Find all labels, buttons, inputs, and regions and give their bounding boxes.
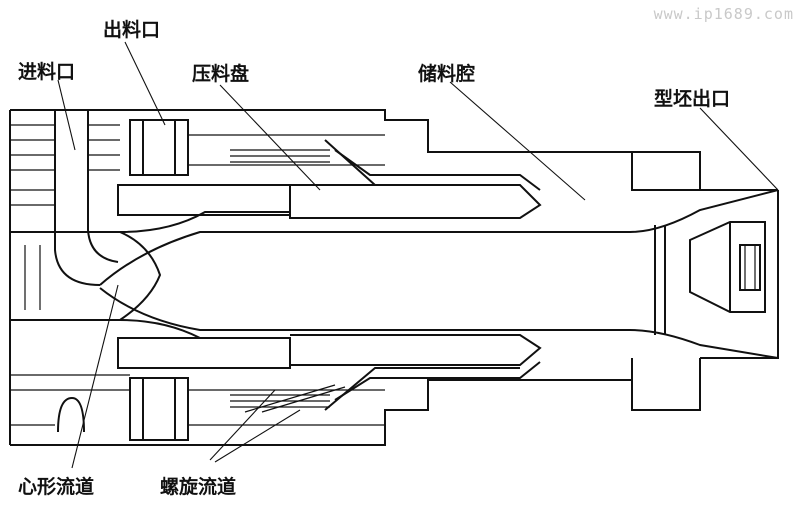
- leader-storage: [449, 81, 586, 201]
- leader-inlet: [57, 79, 76, 151]
- leader-press-plate: [219, 84, 321, 191]
- press-plate-upper: [117, 139, 541, 216]
- label-spiral-channel: 螺旋流道: [160, 476, 237, 498]
- outlet-block-upper: [129, 119, 385, 176]
- label-inlet: 进料口: [18, 61, 76, 83]
- leader-spiral-2: [214, 409, 301, 463]
- leader-outlet: [124, 41, 166, 126]
- outer-housing: [9, 109, 779, 446]
- watermark: www.ip1689.com: [653, 5, 794, 23]
- leader-parison: [699, 107, 779, 191]
- label-press-plate: 压料盘: [192, 63, 250, 85]
- label-storage-chamber: 储料腔: [418, 63, 476, 85]
- inlet-pipe: [10, 110, 120, 286]
- leader-heart: [71, 284, 119, 469]
- leader-lines: [57, 41, 779, 469]
- mandrel: [9, 184, 779, 366]
- nozzle: [654, 221, 766, 335]
- label-heart-channel: 心形流道: [18, 476, 95, 498]
- press-plate-lower: [117, 337, 541, 413]
- outlet-block-lower: [10, 374, 385, 441]
- label-outlet: 出料口: [103, 19, 161, 41]
- label-parison-outlet: 型坯出口: [654, 88, 731, 110]
- leader-spiral-1: [209, 389, 276, 461]
